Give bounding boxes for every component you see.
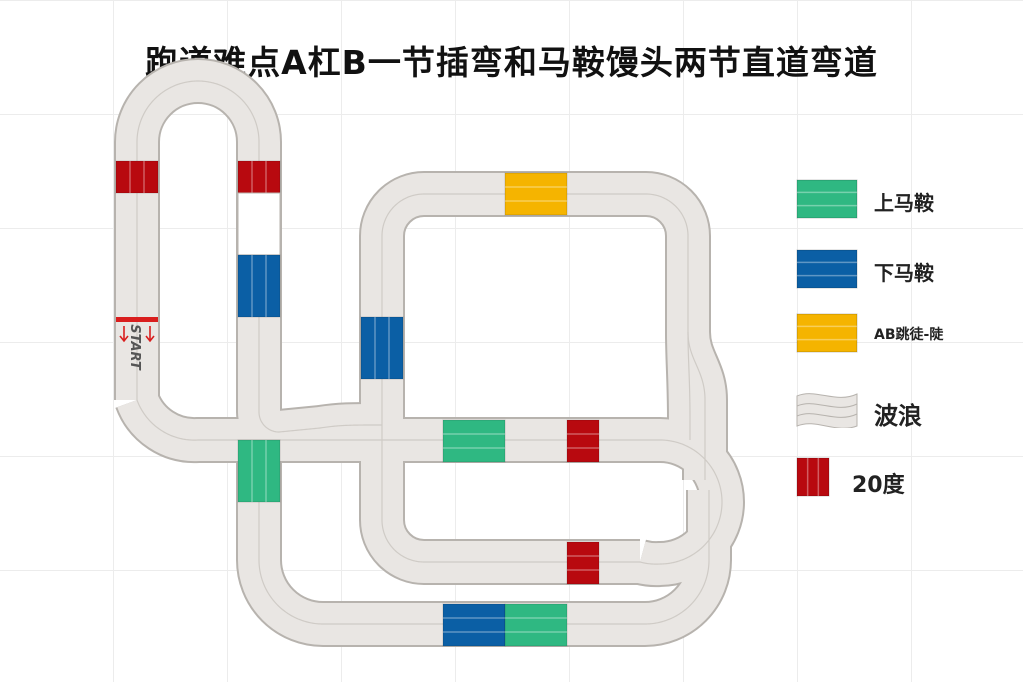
track-surface-4 xyxy=(238,440,730,645)
start-arrow-left xyxy=(119,326,129,343)
legend-label-20-degree: 20度 xyxy=(852,473,905,498)
up-saddle-piece-2 xyxy=(442,419,506,463)
legend-item-20-degree: 20度 xyxy=(796,457,1016,499)
legend-item-ab-jump: AB跳徒-陡 xyxy=(796,313,1016,355)
down-saddle-piece-2 xyxy=(360,316,404,380)
start-arrow-right xyxy=(145,326,155,343)
legend-label-up-saddle: 上马鞍 xyxy=(874,191,934,215)
start-label: START xyxy=(127,324,142,371)
track-center-4 xyxy=(258,440,710,625)
degree20-piece-1 xyxy=(115,160,159,194)
wave-swatch xyxy=(796,393,858,428)
start-marker: START xyxy=(127,324,142,371)
legend-item-up-saddle: 上马鞍 xyxy=(796,179,1016,221)
track-layer xyxy=(114,58,745,647)
track-center-2 xyxy=(381,425,640,563)
track-center-6 xyxy=(687,331,691,440)
degree20-piece-3 xyxy=(566,419,600,463)
down-saddle-swatch xyxy=(796,249,858,289)
start-line xyxy=(116,317,158,322)
piece-layer xyxy=(115,160,600,647)
track-center-1 xyxy=(381,193,706,480)
degree20-swatch xyxy=(796,457,830,497)
track-center-5 xyxy=(136,399,382,441)
page-title: 跑道难点A杠B一节插弯和马鞍馒头两节直道弯道 xyxy=(145,43,878,82)
legend-item-down-saddle: 下马鞍 xyxy=(796,249,1016,291)
up-saddle-piece-1 xyxy=(237,439,281,503)
legend-label-wave: 波浪 xyxy=(874,402,922,430)
track-center-3 xyxy=(382,439,723,565)
ab-jump-swatch xyxy=(796,313,858,353)
degree20-piece-4 xyxy=(566,541,600,585)
degree20-piece-2 xyxy=(237,160,281,194)
legend-label-down-saddle: 下马鞍 xyxy=(874,261,934,285)
ab-jump-piece-1 xyxy=(504,172,568,216)
legend-item-wave: 波浪 xyxy=(796,388,1016,430)
down-saddle-piece-1 xyxy=(237,254,281,318)
white-section xyxy=(237,192,281,256)
up-saddle-piece-3 xyxy=(504,603,568,647)
track-outline-4 xyxy=(236,440,732,647)
down-saddle-piece-3 xyxy=(442,603,506,647)
up-saddle-swatch xyxy=(796,179,858,219)
legend-label-ab-jump: AB跳徒-陡 xyxy=(874,327,944,343)
track-center-0 xyxy=(136,80,383,433)
